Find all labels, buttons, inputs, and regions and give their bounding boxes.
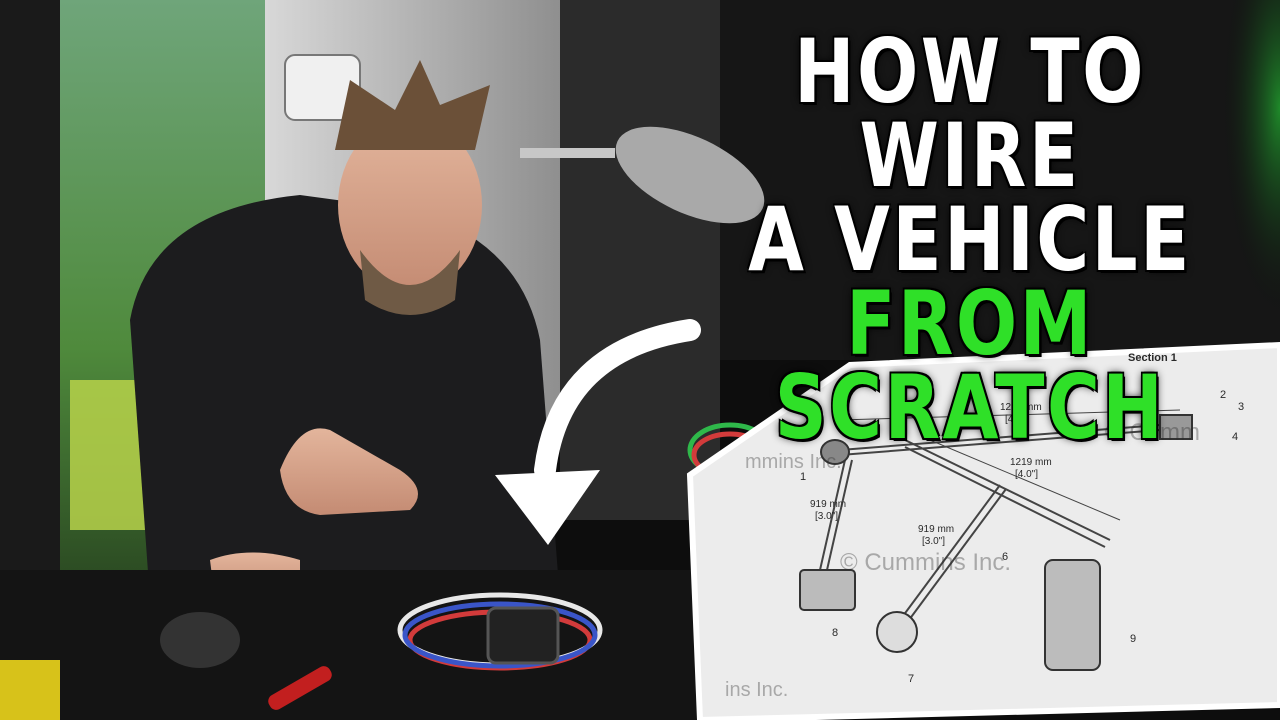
steering-column (615, 126, 765, 224)
person-head (338, 117, 482, 293)
headline-line-2: A VEHICLE (748, 188, 1192, 291)
arrow-head-icon (495, 470, 600, 545)
arrow-icon (534, 319, 701, 481)
headline-line-1: HOW TO WIRE (794, 20, 1146, 207)
workbench (0, 570, 700, 720)
screwdriver (268, 666, 332, 710)
person-hand (280, 428, 418, 515)
headline: HOW TO WIRE A VEHICLE FROM SCRATCH (690, 20, 1250, 459)
socket-holder (160, 612, 240, 668)
person-shirt (130, 195, 560, 600)
gauge-unit (486, 606, 560, 665)
headline-line-3: FROM SCRATCH (774, 272, 1166, 459)
